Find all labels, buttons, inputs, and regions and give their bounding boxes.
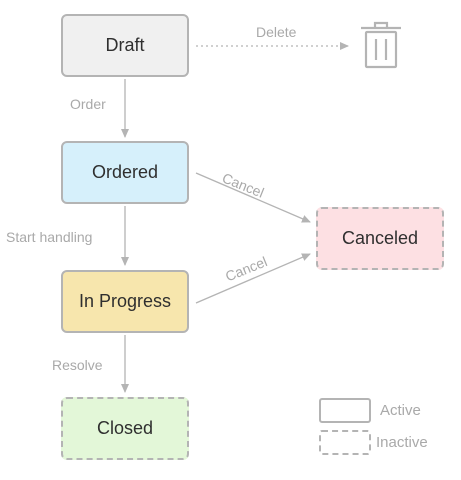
- order-transition-label: Order: [70, 96, 106, 112]
- state-closed-label: Closed: [96, 418, 154, 438]
- state-in-progress-label: In Progress: [78, 291, 172, 311]
- state-closed: Closed: [61, 397, 189, 460]
- state-draft: Draft: [61, 14, 189, 77]
- cancel-from-in-progress-arrow: [195, 253, 311, 304]
- legend-active-swatch: [319, 398, 371, 423]
- cancel-from-ordered-arrow: [195, 172, 311, 223]
- legend-inactive-label: Inactive: [376, 434, 428, 451]
- state-draft-label: Draft: [105, 35, 145, 55]
- state-ordered: Ordered: [61, 141, 189, 204]
- trash-icon: [361, 21, 401, 69]
- state-in-progress: In Progress: [61, 270, 189, 333]
- resolve-transition-label: Resolve: [52, 357, 103, 373]
- start-handling-transition-label: Start handling: [6, 229, 93, 245]
- state-canceled: Canceled: [316, 207, 444, 270]
- legend-active-label: Active: [380, 402, 421, 419]
- state-canceled-label: Canceled: [341, 228, 419, 248]
- delete-transition-label: Delete: [256, 24, 297, 40]
- legend-inactive-swatch: [319, 430, 371, 455]
- state-ordered-label: Ordered: [91, 162, 159, 182]
